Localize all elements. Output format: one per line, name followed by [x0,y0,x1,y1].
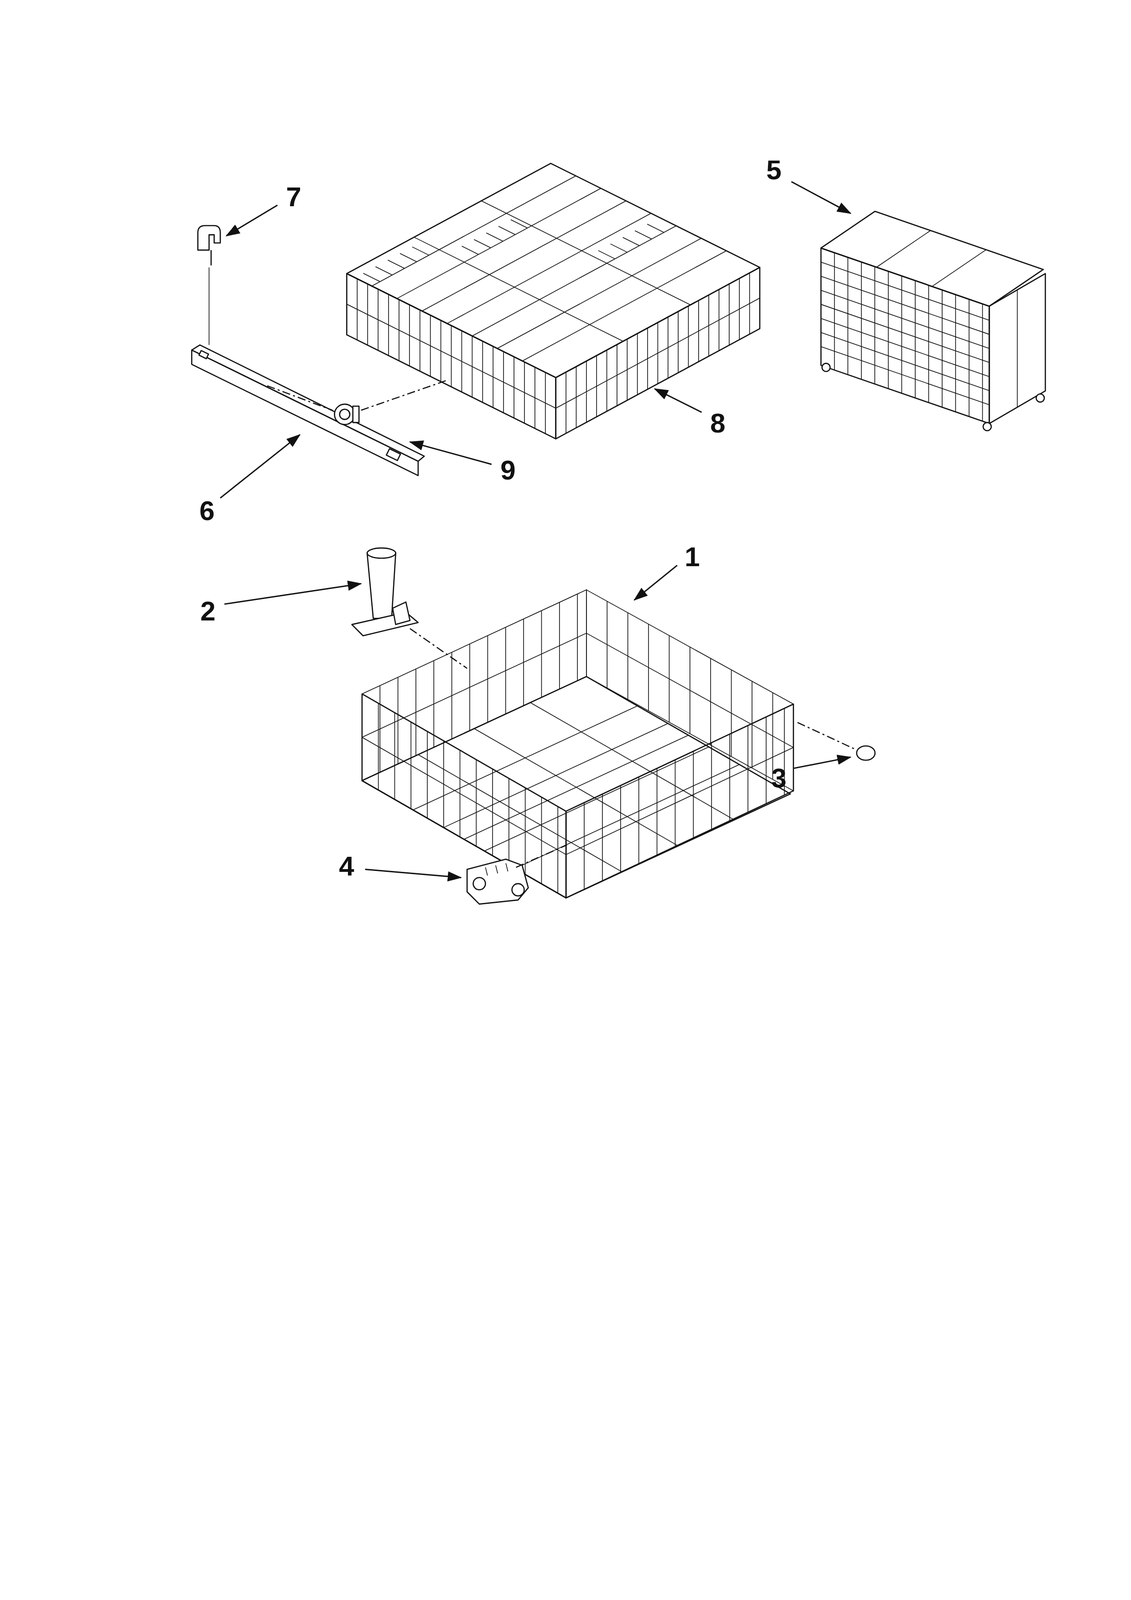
rail-clip [197,225,221,345]
callout-number: 4 [338,852,354,880]
rack-wheel [334,404,359,425]
callout-number: 2 [200,597,216,625]
rack-bumper [856,745,875,760]
upper-rack [346,163,760,439]
callout-number: 3 [771,764,787,792]
callout-number: 8 [710,409,726,437]
callout-number: 6 [199,497,215,525]
rack-tube [352,547,419,636]
callout-number: 9 [500,456,516,484]
callout-number: 5 [766,156,782,184]
callout-number: 7 [285,183,301,211]
rack-rail [191,344,425,476]
callout-number: 1 [684,543,700,571]
leader-lines [220,181,851,877]
cutlery-basket [820,211,1046,431]
lower-rack [362,589,794,898]
